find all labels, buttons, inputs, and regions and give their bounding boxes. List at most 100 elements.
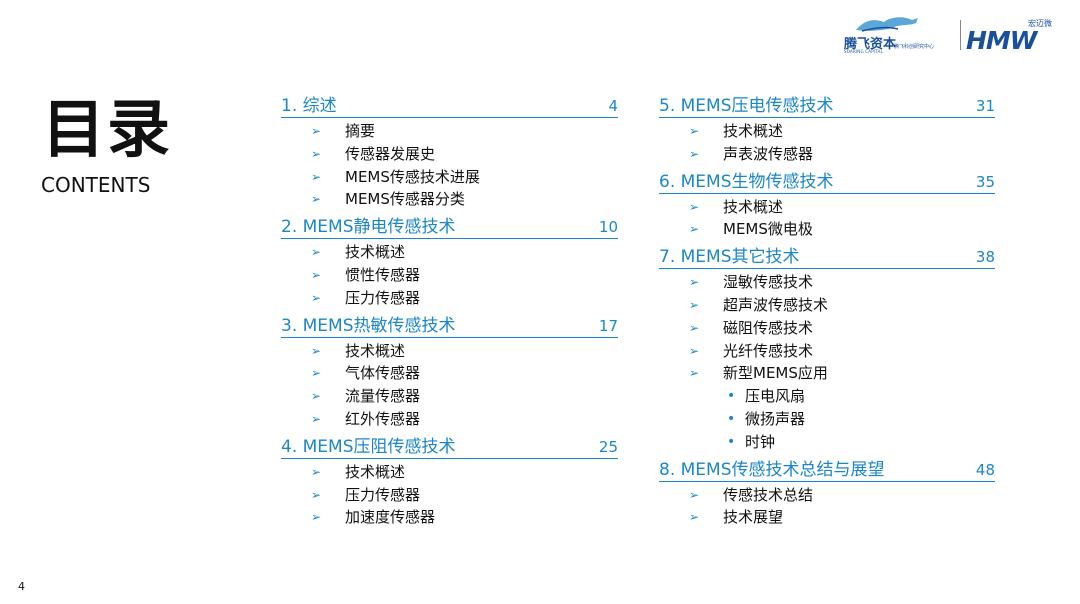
arrow-bullet-icon: ➢ bbox=[689, 275, 700, 290]
section-title[interactable]: 7. MEMS其它技术 bbox=[659, 247, 800, 268]
logo1-name: 腾飞资本 bbox=[844, 37, 897, 52]
section-heading[interactable]: 7. MEMS其它技术 38 bbox=[659, 245, 995, 270]
section-page: 25 bbox=[598, 437, 618, 456]
toc-section-6[interactable]: 6. MEMS生物传感技术 35 ➢技术概述 ➢MEMS微电极 bbox=[659, 170, 995, 242]
page-title: 目录 bbox=[42, 93, 172, 166]
arrow-bullet-icon: ➢ bbox=[311, 366, 322, 381]
toc-item: ➢传感技术总结 bbox=[659, 484, 995, 507]
section-heading[interactable]: 2. MEMS静电传感技术 10 bbox=[281, 215, 618, 240]
arrow-bullet-icon: ➢ bbox=[689, 222, 700, 237]
toc-section-7[interactable]: 7. MEMS其它技术 38 ➢湿敏传感技术 ➢超声波传感技术 ➢磁阻传感技术 … bbox=[659, 245, 995, 453]
section-heading[interactable]: 5. MEMS压电传感技术 31 bbox=[659, 94, 995, 118]
arrow-bullet-icon: ➢ bbox=[311, 411, 322, 426]
section-heading[interactable]: 4. MEMS压阻传感技术 25 bbox=[281, 435, 618, 459]
arrow-bullet-icon: ➢ bbox=[311, 510, 322, 525]
section-page: 35 bbox=[975, 172, 995, 191]
toc-item: ➢湿敏传感技术 bbox=[659, 271, 995, 294]
toc-section-8[interactable]: 8. MEMS传感技术总结与展望 48 ➢传感技术总结 ➢技术展望 bbox=[659, 458, 995, 530]
arrow-bullet-icon: ➢ bbox=[689, 146, 700, 161]
section-page: 10 bbox=[598, 218, 618, 237]
section-page: 48 bbox=[975, 460, 995, 479]
arrow-bullet-icon: ➢ bbox=[311, 146, 322, 161]
toc-item: ➢新型MEMS应用 bbox=[659, 362, 995, 385]
section-heading[interactable]: 8. MEMS传感技术总结与展望 48 bbox=[659, 458, 995, 482]
toc-section-4[interactable]: 4. MEMS压阻传感技术 25 ➢技术概述 ➢压力传感器 ➢加速度传感器 bbox=[281, 435, 618, 529]
arrow-bullet-icon: ➢ bbox=[311, 464, 322, 479]
hmw-cn: 宏迈微 bbox=[1028, 19, 1052, 28]
arrow-bullet-icon: ➢ bbox=[311, 192, 322, 207]
section-title[interactable]: 8. MEMS传感技术总结与展望 bbox=[659, 459, 885, 480]
hmw-logo: 宏迈微 HMW bbox=[966, 19, 1054, 55]
toc-item: ➢传感器发展史 bbox=[281, 143, 618, 166]
arrow-bullet-icon: ➢ bbox=[689, 487, 700, 502]
arrow-bullet-icon: ➢ bbox=[311, 487, 322, 502]
arrow-bullet-icon: ➢ bbox=[689, 297, 700, 312]
section-title[interactable]: 5. MEMS压电传感技术 bbox=[659, 96, 834, 116]
toc-item: ➢MEMS传感技术进展 bbox=[281, 166, 618, 189]
hmw-en: HMW bbox=[966, 26, 1037, 55]
toc-item: ➢流量传感器 bbox=[281, 385, 618, 408]
section-page: 31 bbox=[975, 97, 995, 115]
toc-section-5[interactable]: 5. MEMS压电传感技术 31 ➢技术概述 ➢声表波传感器 bbox=[659, 94, 995, 166]
dot-bullet-icon: • bbox=[727, 410, 736, 427]
header-logos: 腾飞资本 腾飞科创研究中心 SOARING CAPITAL 宏迈微 HMW bbox=[844, 14, 1054, 55]
arrow-bullet-icon: ➢ bbox=[689, 320, 700, 335]
slide-page-number: 4 bbox=[18, 580, 25, 593]
toc-item: ➢技术概述 bbox=[281, 241, 618, 264]
toc-item: ➢磁阻传感技术 bbox=[659, 317, 995, 340]
toc-item: ➢摘要 bbox=[281, 120, 618, 143]
section-page: 38 bbox=[975, 248, 995, 267]
arrow-bullet-icon: ➢ bbox=[689, 124, 700, 138]
section-title[interactable]: 4. MEMS压阻传感技术 bbox=[281, 436, 456, 457]
section-title[interactable]: 2. MEMS静电传感技术 bbox=[281, 217, 456, 238]
page-subtitle: CONTENTS bbox=[41, 173, 151, 197]
section-page: 17 bbox=[598, 316, 618, 335]
arrow-bullet-icon: ➢ bbox=[311, 290, 322, 305]
toc-item: ➢压力传感器 bbox=[281, 287, 618, 310]
section-heading[interactable]: 1. 综述 4 bbox=[281, 94, 618, 118]
logo1-sub: 腾飞科创研究中心 bbox=[894, 44, 935, 50]
arrow-bullet-icon: ➢ bbox=[689, 366, 700, 381]
soaring-capital-logo: 腾飞资本 腾飞科创研究中心 SOARING CAPITAL bbox=[844, 14, 942, 54]
toc-subitem: •压电风扇 bbox=[659, 385, 995, 408]
arrow-bullet-icon: ➢ bbox=[311, 389, 322, 404]
toc-subitem: •微扬声器 bbox=[659, 408, 995, 431]
toc-item: ➢声表波传感器 bbox=[659, 143, 995, 166]
toc-section-3[interactable]: 3. MEMS热敏传感技术 17 ➢技术概述 ➢气体传感器 ➢流量传感器 ➢红外… bbox=[281, 314, 618, 431]
logo-divider bbox=[960, 20, 961, 50]
arrow-bullet-icon: ➢ bbox=[689, 343, 700, 358]
section-heading[interactable]: 3. MEMS热敏传感技术 17 bbox=[281, 314, 618, 338]
arrow-bullet-icon: ➢ bbox=[311, 267, 322, 282]
toc-item: ➢超声波传感技术 bbox=[659, 294, 995, 317]
toc-subitem: •时钟 bbox=[659, 431, 995, 454]
section-page: 4 bbox=[608, 97, 618, 115]
toc-right-column: 5. MEMS压电传感技术 31 ➢技术概述 ➢声表波传感器 6. MEMS生物… bbox=[659, 92, 995, 533]
toc-item: ➢技术概述 bbox=[659, 120, 995, 143]
toc-section-2[interactable]: 2. MEMS静电传感技术 10 ➢技术概述 ➢惯性传感器 ➢压力传感器 bbox=[281, 215, 618, 309]
section-heading[interactable]: 6. MEMS生物传感技术 35 bbox=[659, 170, 995, 194]
arrow-bullet-icon: ➢ bbox=[311, 245, 322, 260]
arrow-bullet-icon: ➢ bbox=[689, 510, 700, 525]
toc-item: ➢MEMS传感器分类 bbox=[281, 188, 618, 211]
toc-item: ➢红外传感器 bbox=[281, 408, 618, 431]
toc-left-column: 1. 综述 4 ➢摘要 ➢传感器发展史 ➢MEMS传感技术进展 ➢MEMS传感器… bbox=[281, 92, 618, 533]
dot-bullet-icon: • bbox=[727, 433, 736, 450]
toc-item: ➢惯性传感器 bbox=[281, 264, 618, 287]
arrow-bullet-icon: ➢ bbox=[311, 169, 322, 184]
logo1-en: SOARING CAPITAL bbox=[844, 49, 883, 54]
toc-item: ➢技术概述 bbox=[281, 340, 618, 363]
toc-item: ➢光纤传感技术 bbox=[659, 340, 995, 363]
toc-item: ➢技术展望 bbox=[659, 506, 995, 529]
toc-item: ➢技术概述 bbox=[281, 461, 618, 484]
arrow-bullet-icon: ➢ bbox=[311, 124, 322, 138]
section-title[interactable]: 6. MEMS生物传感技术 bbox=[659, 171, 834, 192]
dot-bullet-icon: • bbox=[727, 388, 736, 405]
arrow-bullet-icon: ➢ bbox=[689, 199, 700, 214]
section-title[interactable]: 1. 综述 bbox=[281, 96, 337, 116]
toc-item: ➢气体传感器 bbox=[281, 362, 618, 385]
toc-item: ➢压力传感器 bbox=[281, 484, 618, 507]
section-title[interactable]: 3. MEMS热敏传感技术 bbox=[281, 315, 456, 336]
horse-logo-icon bbox=[856, 17, 918, 32]
toc-item: ➢加速度传感器 bbox=[281, 506, 618, 529]
toc-section-1[interactable]: 1. 综述 4 ➢摘要 ➢传感器发展史 ➢MEMS传感技术进展 ➢MEMS传感器… bbox=[281, 94, 618, 211]
